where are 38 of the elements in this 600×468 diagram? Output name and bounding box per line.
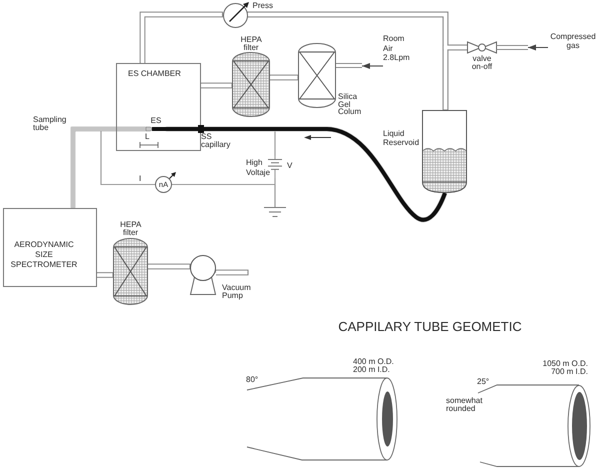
tube xyxy=(71,127,146,208)
arrow xyxy=(528,44,548,50)
tube xyxy=(166,127,198,131)
note-label: somewhat rounded xyxy=(446,397,482,413)
chamber-title: ES CHAMBER xyxy=(128,69,181,78)
dimension-label: 200 m I.D. xyxy=(353,366,390,374)
flow-label: Room Air 2.8Lpm xyxy=(383,34,410,62)
tip-label: ES xyxy=(150,116,162,125)
chamber-box xyxy=(116,63,201,151)
dimension-label: 700 m I.D. xyxy=(551,368,588,376)
section-title: CAPPILARY TUBE GEOMETIC xyxy=(338,319,522,334)
angle-label: 80° xyxy=(246,376,258,384)
voltage-unit: V xyxy=(287,161,292,170)
wire xyxy=(274,178,276,207)
gas-label: Compressed gas xyxy=(550,32,596,50)
valve-label: valve on-off xyxy=(470,55,494,70)
filter-label: HEPA filter xyxy=(240,36,262,51)
spectrometer-box xyxy=(3,208,97,287)
pump-label: Vacuum Pump xyxy=(222,284,251,300)
tube xyxy=(204,127,447,222)
dimension-label: 400 m O.D. xyxy=(353,358,394,366)
spectrometer-title: AERODYNAMIC SIZE SPECTROMETER xyxy=(10,240,78,270)
column-label: Silica Gel Colum xyxy=(338,93,362,116)
filter-label: HEPA filter xyxy=(120,221,141,236)
voltage-label: High Voltaje xyxy=(246,158,270,178)
pipe xyxy=(215,270,249,276)
current-label: I xyxy=(139,175,142,183)
edge-label: Sampling tube xyxy=(33,116,66,132)
arrow xyxy=(362,63,383,69)
dimension-label: 1050 m O.D. xyxy=(542,360,588,368)
wire xyxy=(100,131,155,186)
wire xyxy=(274,132,276,156)
dimension-label: L xyxy=(145,133,150,141)
capillary-label: SS capillary xyxy=(201,133,230,148)
pipe xyxy=(200,82,233,88)
gauge-label: Press xyxy=(252,1,273,10)
angle-label: 25° xyxy=(477,378,490,386)
reservoir-label: Liquid Reservoid xyxy=(383,129,420,147)
